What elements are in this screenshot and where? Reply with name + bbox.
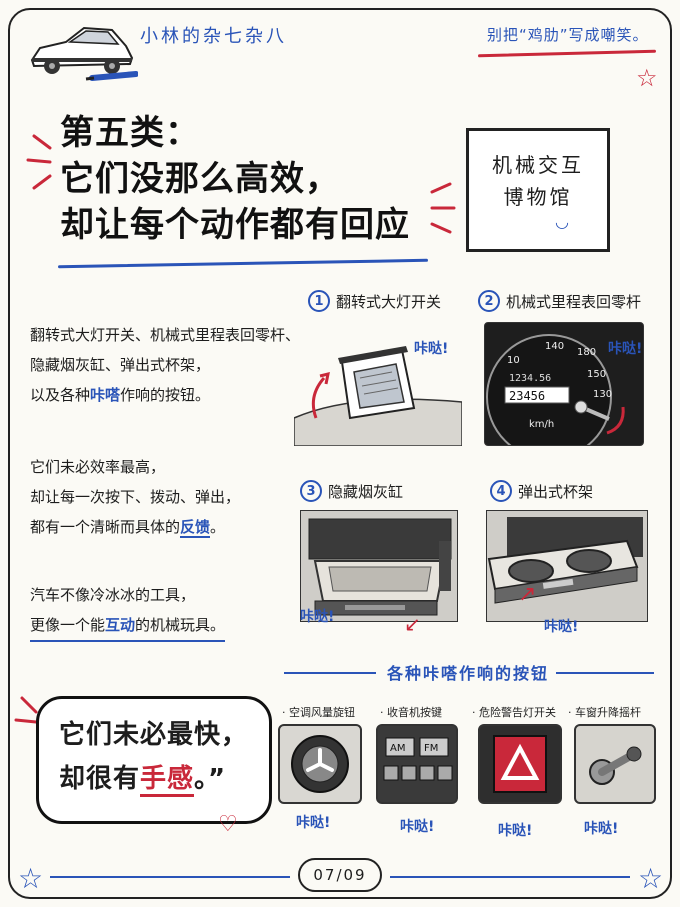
title-line-3: 却让每个动作都有回应 <box>60 205 410 245</box>
odometer-digits: 23456 <box>509 389 545 403</box>
section-divider <box>556 672 654 674</box>
smile-icon: ◡ <box>555 212 572 231</box>
ac-fan-knob-illustration <box>278 724 362 804</box>
intro-text: 以及各种 <box>30 386 91 404</box>
emphasis-marks-icon <box>14 696 38 724</box>
hazard-switch-illustration <box>478 724 562 804</box>
brand-name: 小林的杂七杂八 <box>140 26 287 47</box>
flip-headlight-illustration <box>294 322 462 446</box>
odometer-illustration: 10 140 180 150 130 1234.56 23456 km/h <box>484 322 644 446</box>
emphasis-marks-icon <box>430 182 456 234</box>
am-label: AM <box>390 743 405 754</box>
intro-text: 的机械玩具。 <box>135 616 226 634</box>
intro-text: 都有一个清晰而具体的 <box>30 518 181 536</box>
page-number: 07/09 <box>298 858 382 892</box>
item-number: 2 <box>478 290 500 312</box>
item-title: 翻转式大灯开关 <box>336 292 442 311</box>
star-icon: ☆ <box>18 862 44 895</box>
footer-line <box>50 876 290 878</box>
heart-icon: ♡ <box>218 812 238 837</box>
click-sound-2: 咔哒! <box>608 341 643 357</box>
odometer-tick: 130 <box>593 389 612 400</box>
item-number: 4 <box>490 480 512 502</box>
buttons-section-title: 各种咔嗒作响的按钮 <box>386 664 549 683</box>
window-crank-illustration <box>574 724 656 804</box>
ashtray-illustration <box>300 510 458 622</box>
odometer-trip: 1234.56 <box>509 373 551 384</box>
intro-text: 。 <box>210 518 226 536</box>
intro-text: 更像一个能 <box>30 616 106 634</box>
button-4-label: · 车窗升降摇杆 <box>568 706 641 719</box>
footer-line <box>390 876 630 878</box>
fm-label: FM <box>424 743 438 754</box>
intro-text: 它们未必效率最高， <box>30 458 166 476</box>
quote-line-1: 它们未必最快， <box>59 720 249 750</box>
radio-buttons-illustration: AM FM <box>376 724 458 804</box>
click-sound-3: 咔哒! <box>300 609 335 625</box>
click-sound-button-4: 咔哒! <box>584 821 619 837</box>
star-icon: ☆ <box>636 64 658 92</box>
quote-bubble: 它们未必最快， 却很有手感。” <box>36 696 272 824</box>
title-line-1: 第五类： <box>60 113 200 153</box>
star-icon: ☆ <box>638 862 664 895</box>
button-1-label: · 空调风量旋钮 <box>282 706 355 719</box>
intro-paragraph-1: 翻转式大灯开关、机械式里程表回零杆、 隐藏烟灰缸、弹出式杯架， 以及各种咔嗒作响… <box>30 320 300 410</box>
item-number: 3 <box>300 480 322 502</box>
click-sound-1: 咔哒! <box>414 341 449 357</box>
button-2-label: · 收音机按键 <box>380 706 442 719</box>
highlight-text: 反馈 <box>180 518 211 538</box>
quote-text: 。” <box>194 764 227 794</box>
odometer-tick: 180 <box>577 347 596 358</box>
sign-line-2: 博物馆 <box>503 185 573 209</box>
quote-line-2: 却很有手感。” <box>59 757 269 801</box>
intro-text: 却让每一次按下、拨动、弹出， <box>30 488 241 506</box>
intro-text: 更像一个能互动的机械玩具。 <box>30 610 226 642</box>
click-sound-button-1: 咔哒! <box>296 815 331 831</box>
odometer-tick: 150 <box>587 369 606 380</box>
section-divider <box>284 672 376 674</box>
item-4-label: 4 弹出式杯架 <box>490 480 593 502</box>
item-title: 隐藏烟灰缸 <box>328 482 404 501</box>
quote-text: 却很有 <box>59 764 141 794</box>
sign-line-1: 机械交互 <box>492 153 584 177</box>
item-title: 机械式里程表回零杆 <box>506 292 642 311</box>
car-illustration <box>30 26 138 81</box>
odometer-unit: km/h <box>529 419 554 430</box>
quote-highlight: 手感 <box>140 764 195 797</box>
item-2-label: 2 机械式里程表回零杆 <box>478 290 641 312</box>
intro-text: 以及各种咔嗒作响的按钮。 <box>30 380 300 410</box>
click-sound-button-3: 咔哒! <box>498 823 533 839</box>
intro-text: 隐藏烟灰缸、弹出式杯架， <box>30 356 211 374</box>
odometer-tick: 140 <box>545 341 564 352</box>
highlight-text: 互动 <box>105 616 136 634</box>
title-line-2: 它们没那么高效， <box>60 159 340 199</box>
page-title: 第五类： 它们没那么高效， 却让每个动作都有回应 <box>60 110 410 248</box>
museum-sign: 机械交互 博物馆 ◡ <box>466 128 610 252</box>
arrow-icon: ↗ <box>518 582 537 607</box>
arrow-icon: ↙ <box>404 612 421 636</box>
item-3-label: 3 隐藏烟灰缸 <box>300 480 403 502</box>
item-1-label: 1 翻转式大灯开关 <box>308 290 441 312</box>
intro-paragraph-2: 它们未必效率最高， 却让每一次按下、拨动、弹出， 都有一个清晰而具体的反馈。 <box>30 452 240 542</box>
highlight-text: 咔嗒 <box>90 386 121 404</box>
slogan: 别把“鸡肋”写成嘲笑。 <box>487 26 649 44</box>
button-3-label: · 危险警告灯开关 <box>472 706 556 719</box>
item-title: 弹出式杯架 <box>518 482 594 501</box>
intro-text: 翻转式大灯开关、机械式里程表回零杆、 <box>30 326 301 344</box>
item-number: 1 <box>308 290 330 312</box>
click-sound-button-2: 咔哒! <box>400 819 435 835</box>
cupholder-illustration <box>486 510 648 622</box>
intro-text: 都有一个清晰而具体的反馈。 <box>30 512 240 542</box>
click-sound-4: 咔哒! <box>544 619 579 635</box>
emphasis-marks-icon <box>26 134 52 190</box>
odometer-tick: 10 <box>507 355 520 366</box>
intro-text: 汽车不像冷冰冰的工具， <box>30 586 196 604</box>
intro-paragraph-3: 汽车不像冷冰冰的工具， 更像一个能互动的机械玩具。 <box>30 580 226 642</box>
intro-text: 作响的按钮。 <box>120 386 211 404</box>
